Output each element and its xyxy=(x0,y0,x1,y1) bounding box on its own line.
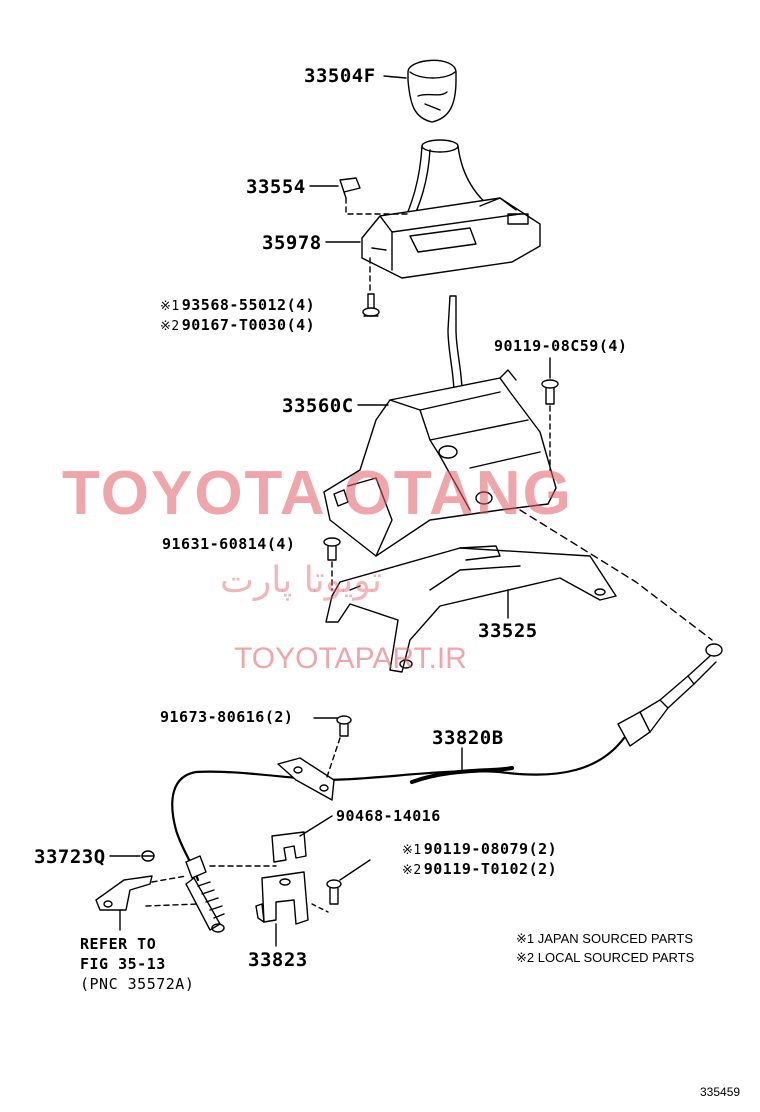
cable-clip-drawing xyxy=(271,831,307,863)
label-bolt-top: 90119-08C59(4) xyxy=(494,337,628,355)
shift-rod-drawing xyxy=(447,295,463,395)
dash-lever-cable xyxy=(519,509,713,641)
leader-knob xyxy=(383,75,407,79)
screw-drawing xyxy=(362,293,380,317)
label-retainer: 33723Q xyxy=(34,846,106,868)
leader-cable-clip xyxy=(299,815,333,837)
bracket-left-drawing xyxy=(95,875,153,911)
retainer-drawing xyxy=(141,850,155,862)
label-shift-lever: 33560C xyxy=(282,395,354,417)
label-housing-cover: 35978 xyxy=(262,232,322,254)
clip-33554-drawing xyxy=(339,177,361,199)
refer-line-3: (PNC 35572A) xyxy=(80,975,195,993)
mark-local: ※2 xyxy=(160,319,180,334)
figure-number: 335459 xyxy=(700,1085,741,1099)
bolt-bracket-drawing xyxy=(326,879,342,905)
label-bracket: 33525 xyxy=(478,620,538,642)
bracket-small-drawing xyxy=(255,871,309,925)
bolt-left-drawing xyxy=(323,537,341,561)
mark-jp: ※1 xyxy=(160,299,180,314)
label-knob: 33504F xyxy=(304,65,376,87)
refer-line-1: REFER TO xyxy=(80,935,157,953)
bracket-drawing xyxy=(325,545,617,673)
cable-plate-drawing xyxy=(277,757,335,801)
console-housing-drawing xyxy=(361,197,541,279)
watermark-persian: تویوتا پارت xyxy=(220,560,382,601)
dash-bolt-cable xyxy=(325,737,341,781)
label-bracket-small: 33823 xyxy=(248,949,308,971)
dash-refer xyxy=(145,875,199,907)
shift-lever-assembly-drawing xyxy=(323,369,557,557)
label-bolt-left: 91631-60814(4) xyxy=(162,535,296,553)
label-bolt-cable: 91673-80616(2) xyxy=(160,708,294,726)
cable-sleeve xyxy=(410,766,514,784)
mark-local-2: ※2 xyxy=(402,863,422,878)
note-local: ※2 LOCAL SOURCED PARTS xyxy=(516,950,695,965)
label-cable-clip: 90468-14016 xyxy=(336,807,441,825)
cable-end-drawing xyxy=(617,643,723,747)
dash-clip xyxy=(345,197,409,215)
note-jp: ※1 JAPAN SOURCED PARTS xyxy=(516,931,694,946)
watermark-url: TOYOTAPART.IR xyxy=(234,642,467,675)
mark-jp-2: ※1 xyxy=(402,843,422,858)
watermark-main: TOYOTA OTANG xyxy=(62,459,573,528)
label-clip: 33554 xyxy=(246,176,306,198)
refer-line-2: FIG 35-13 xyxy=(80,955,166,973)
shift-knob-drawing xyxy=(407,59,457,123)
lower-cable-end-drawing xyxy=(185,855,225,933)
bolt-cable-drawing xyxy=(336,715,352,737)
leader-bolt-bracket xyxy=(339,859,371,881)
dash-bolt-bracket xyxy=(311,903,329,913)
label-cable: 33820B xyxy=(432,727,504,749)
bolt-top-drawing xyxy=(541,379,559,405)
